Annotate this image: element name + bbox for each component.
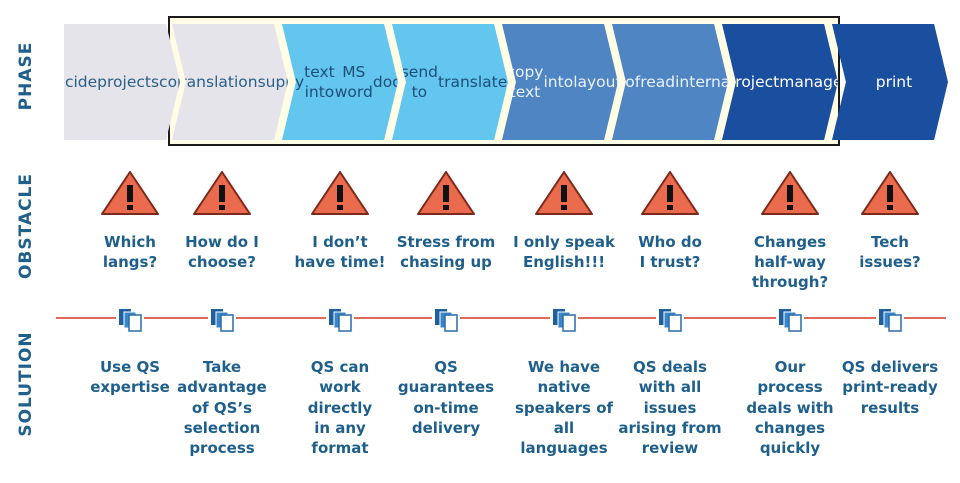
phase-step-label: decide <box>45 73 98 91</box>
warning-icon <box>310 170 370 216</box>
phase-step-label: layout <box>573 73 622 91</box>
obstacle-text: How do I choose? <box>185 233 259 271</box>
obstacle-text: Changes half-way through? <box>751 233 829 291</box>
documents-icon <box>432 306 460 332</box>
obstacle-text: Who do I trust? <box>638 233 702 271</box>
solution-text: Our process deals with changes quickly <box>746 358 834 458</box>
documents-icon <box>776 306 804 332</box>
phase-step-label: project <box>97 73 151 91</box>
phase-step-label: into <box>543 73 574 91</box>
documents-icon <box>550 306 578 332</box>
solution-text: QS can work directly in any format <box>307 358 373 458</box>
solution-text: QS deals with all issues arising from re… <box>618 358 722 458</box>
phase-step-label: scope <box>150 73 197 91</box>
obstacle-text: I only speak English!!! <box>513 233 615 271</box>
warning-icon <box>192 170 252 216</box>
obstacle-text: Tech issues? <box>859 233 921 271</box>
phase-step: selecttranslationsupplier(s) <box>172 24 288 140</box>
warning-icon <box>100 170 160 216</box>
phase-step-label: doc(s) <box>372 73 421 91</box>
phase-step-label: proofread <box>599 73 676 91</box>
warning-icon <box>416 170 476 216</box>
obstacle-row-label: OBSTACLE <box>16 173 36 280</box>
phase-step-label: internally <box>675 73 749 91</box>
phase-step-label: project <box>725 73 780 91</box>
phase-step-label: MS word <box>334 63 373 101</box>
documents-icon <box>208 306 236 332</box>
phase-step: print <box>832 24 948 140</box>
obstacle-text: Which langs? <box>102 233 158 271</box>
documents-icon <box>116 306 144 332</box>
documents-icon <box>656 306 684 332</box>
obstacle-text: I don’t have time! <box>294 233 386 271</box>
solution-text: Use QS expertise <box>90 358 170 397</box>
solution-text: QS delivers print-ready results <box>841 358 939 417</box>
warning-icon <box>860 170 920 216</box>
warning-icon <box>760 170 820 216</box>
phase-step-label: text into <box>304 63 335 101</box>
phase-step-label: supplier(s) <box>258 72 288 92</box>
solution-row-label: SOLUTION <box>16 331 36 437</box>
solution-text: Take advantage of QS’s selection process <box>177 358 267 458</box>
documents-icon <box>876 306 904 332</box>
phase-step-label: print <box>875 73 913 91</box>
solution-text: We have native speakers of all languages <box>514 358 614 458</box>
phase-step-label: copy text <box>506 63 544 101</box>
phase-step-label: translate <box>438 73 508 91</box>
solution-connector-line <box>56 317 946 319</box>
documents-icon <box>326 306 354 332</box>
phase-step-label: send to <box>400 63 439 101</box>
warning-icon <box>534 170 594 216</box>
obstacle-text: Stress from chasing up <box>396 233 496 271</box>
phase-step-label: translation <box>174 73 258 91</box>
phase-step-label: manage <box>779 73 843 91</box>
solution-text: QS guarantees on-time delivery <box>397 358 495 437</box>
phase-row-label: PHASE <box>16 41 36 111</box>
warning-icon <box>640 170 700 216</box>
